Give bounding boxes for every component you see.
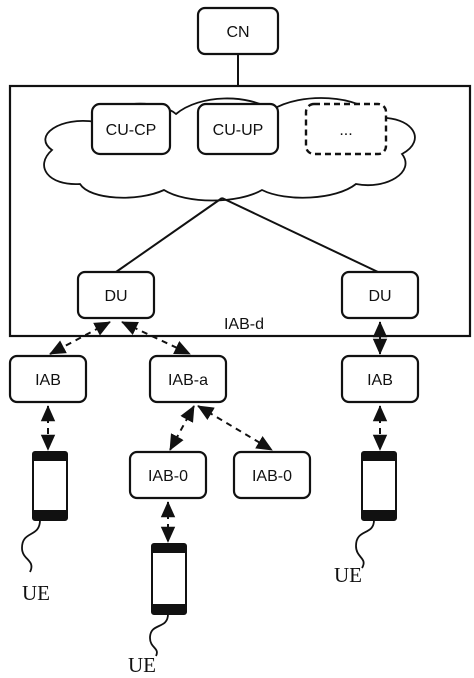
cloud-to-du-left-link <box>115 197 223 273</box>
iab-0-right-label: IAB-0 <box>252 468 292 485</box>
iab-0-left-label: IAB-0 <box>148 468 188 485</box>
du-left-label: DU <box>104 288 127 305</box>
iab-a-label: IAB-a <box>168 372 208 389</box>
ue-left-cable <box>21 519 41 573</box>
ue-right-device-icon <box>361 451 397 521</box>
ue-middle-device-icon <box>151 543 187 615</box>
ue-right-cable <box>355 519 375 569</box>
iab-a-to-iab-0-left-link <box>169 405 195 451</box>
ue-left-device-icon <box>32 451 68 521</box>
iab-0-right-node: IAB-0 <box>232 450 312 500</box>
cu-up-node: CU-UP <box>196 102 280 156</box>
ue-right-label: UE <box>334 563 362 587</box>
ue-middle-label: UE <box>128 653 156 677</box>
iab-right-node: IAB <box>340 354 420 404</box>
iab-left-label: IAB <box>35 372 61 389</box>
cn-node: CN <box>196 6 280 56</box>
cu-up-label: CU-UP <box>213 122 264 139</box>
cu-cp-label: CU-CP <box>106 122 157 139</box>
additional-cu-node: ... <box>304 102 388 156</box>
du-left-to-iab-left-link <box>49 321 111 355</box>
iab-a-to-iab-0-right-link <box>197 405 273 451</box>
ue-middle-cable <box>149 613 169 657</box>
iab-donor-frame <box>8 84 472 338</box>
du-right-label: DU <box>368 288 391 305</box>
cu-cp-node: CU-CP <box>90 102 172 156</box>
iab-0-left-node: IAB-0 <box>128 450 208 500</box>
cn-label: CN <box>226 24 249 41</box>
iab-left-node: IAB <box>8 354 88 404</box>
additional-cu-label: ... <box>339 122 352 139</box>
iab-a-node: IAB-a <box>148 354 228 404</box>
du-left-node: DU <box>76 270 156 320</box>
cloud-to-du-right-link <box>221 197 379 273</box>
ue-left-label: UE <box>22 581 50 605</box>
du-left-to-iab-a-link <box>121 321 191 355</box>
du-right-node: DU <box>340 270 420 320</box>
iab-right-label: IAB <box>367 372 393 389</box>
iab-donor-label: IAB-d <box>224 316 264 333</box>
